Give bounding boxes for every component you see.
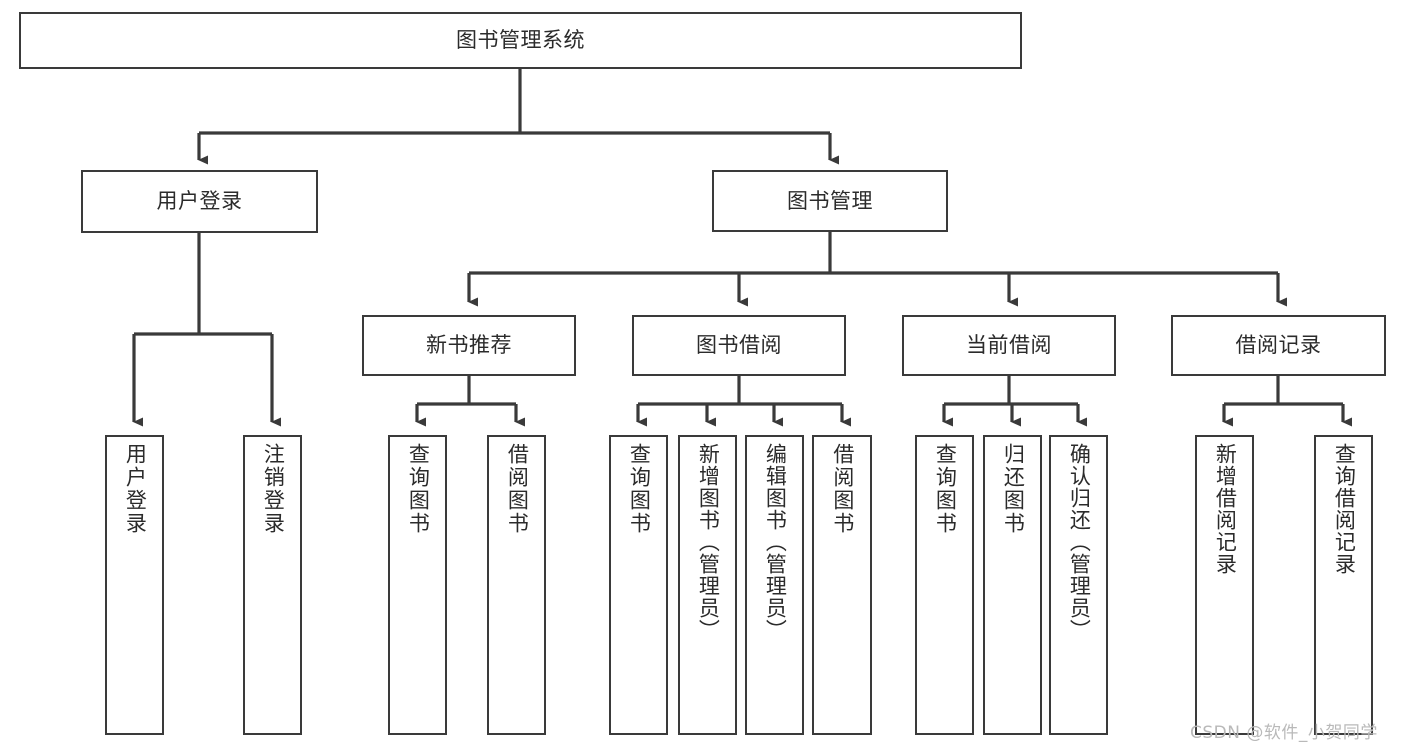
- node-book-borrow[interactable]: 图书借阅: [632, 315, 846, 376]
- node-label: 新增图书（管理员）: [696, 443, 721, 641]
- leaf-add-borrow-record[interactable]: 新增借阅记录: [1195, 435, 1254, 735]
- node-label: 图书管理系统: [456, 28, 585, 53]
- node-label: 用户登录: [156, 189, 243, 214]
- leaf-query-book-borrow[interactable]: 查询图书: [609, 435, 668, 735]
- borrow-record-to-leaves-connectors: [1222, 376, 1352, 427]
- level1-to-level2-connectors: [467, 232, 1287, 307]
- node-label: 查询图书: [933, 443, 958, 535]
- node-label: 查询借阅记录: [1332, 443, 1357, 575]
- node-label: 新书推荐: [426, 333, 512, 358]
- leaf-borrow-book[interactable]: 借阅图书: [812, 435, 872, 735]
- node-label: 借阅记录: [1235, 333, 1322, 358]
- node-book-management[interactable]: 图书管理: [712, 170, 948, 232]
- node-current-borrow[interactable]: 当前借阅: [902, 315, 1116, 376]
- node-label: 注销登录: [261, 443, 286, 535]
- node-root-system[interactable]: 图书管理系统: [19, 12, 1022, 69]
- leaf-user-login[interactable]: 用户登录: [105, 435, 164, 735]
- leaf-return-book[interactable]: 归还图书: [983, 435, 1042, 735]
- node-borrow-record[interactable]: 借阅记录: [1171, 315, 1386, 376]
- node-label: 当前借阅: [966, 333, 1052, 358]
- node-label: 查询图书: [627, 443, 652, 535]
- current-borrow-to-leaves-connectors: [942, 376, 1087, 427]
- leaf-query-book-current[interactable]: 查询图书: [915, 435, 974, 735]
- leaf-borrow-book-recommend[interactable]: 借阅图书: [487, 435, 546, 735]
- leaf-query-book-recommend[interactable]: 查询图书: [388, 435, 447, 735]
- root-to-level1-connectors: [197, 69, 839, 165]
- node-label: 查询图书: [406, 443, 431, 535]
- new-book-to-leaves-connectors: [415, 376, 525, 427]
- node-label: 图书借阅: [696, 333, 782, 358]
- leaf-confirm-return-admin[interactable]: 确认归还（管理员）: [1049, 435, 1108, 735]
- user-login-to-leaves-connectors: [132, 233, 281, 427]
- node-label: 编辑图书（管理员）: [763, 443, 788, 641]
- node-label: 图书管理: [787, 188, 873, 213]
- node-new-book-recommend[interactable]: 新书推荐: [362, 315, 576, 376]
- book-borrow-to-leaves-connectors: [636, 376, 851, 427]
- node-user-login[interactable]: 用户登录: [81, 170, 318, 233]
- node-label: 归还图书: [1001, 443, 1026, 535]
- node-label: 借阅图书: [505, 443, 530, 535]
- node-label: 新增借阅记录: [1213, 443, 1238, 575]
- node-label: 借阅图书: [830, 443, 855, 535]
- csdn-watermark: CSDN @软件_小贺同学: [1190, 723, 1378, 743]
- leaf-query-borrow-record[interactable]: 查询借阅记录: [1314, 435, 1373, 735]
- node-label: 确认归还（管理员）: [1067, 443, 1092, 641]
- leaf-add-book-admin[interactable]: 新增图书（管理员）: [678, 435, 737, 735]
- leaf-edit-book-admin[interactable]: 编辑图书（管理员）: [745, 435, 804, 735]
- node-label: 用户登录: [123, 443, 148, 535]
- leaf-logout[interactable]: 注销登录: [243, 435, 302, 735]
